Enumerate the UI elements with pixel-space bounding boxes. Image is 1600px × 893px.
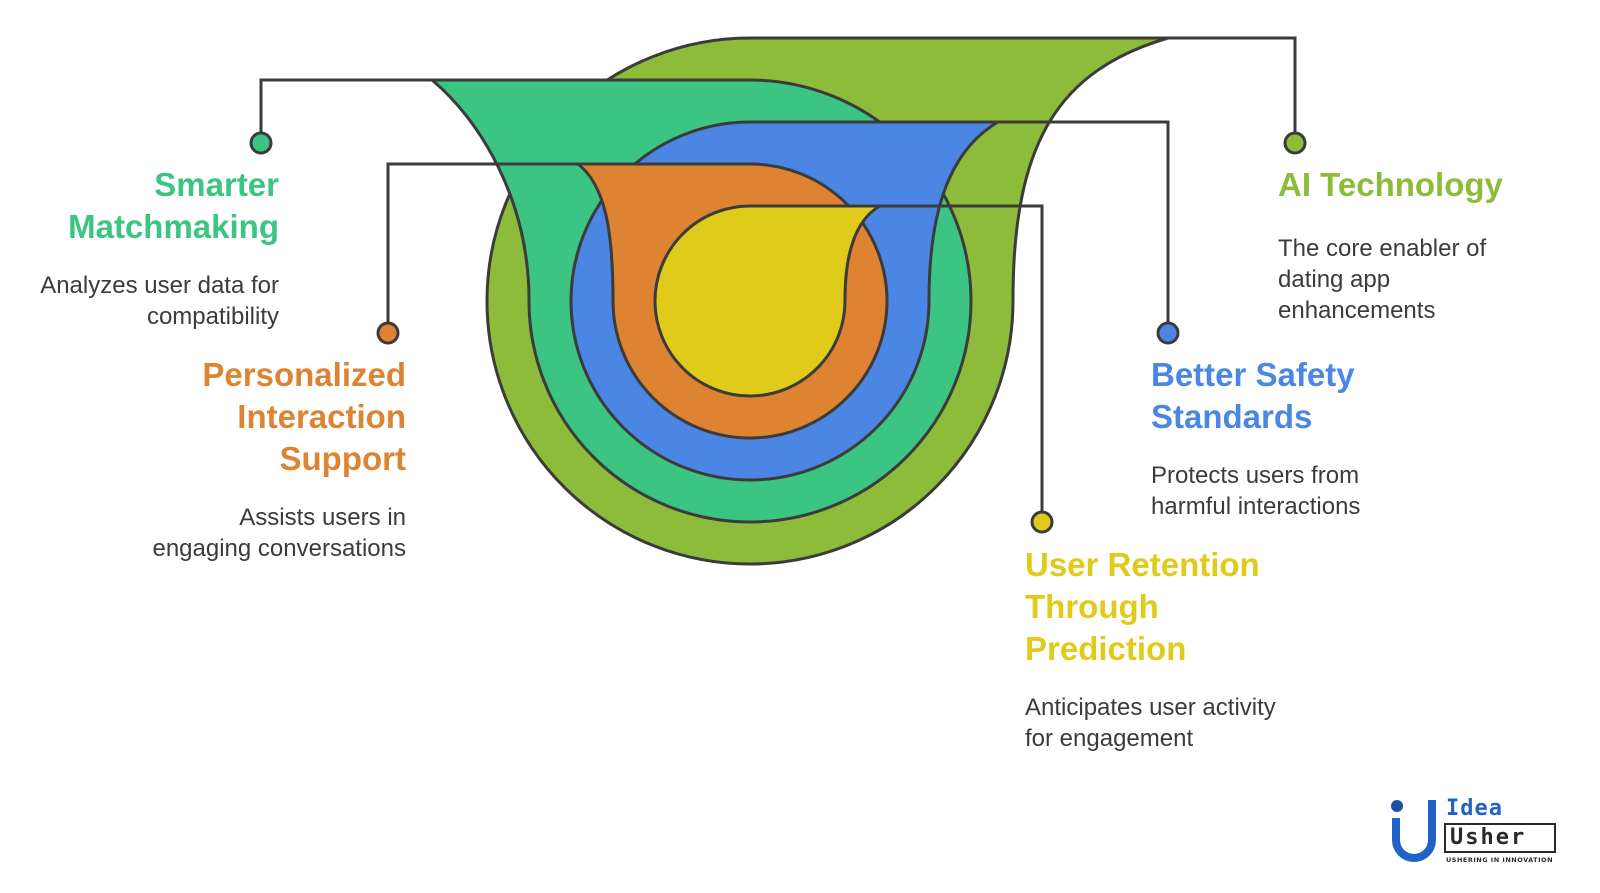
connector-smarter-matchmaking <box>259 78 432 132</box>
user-retention-description: Anticipates user activity for engagement <box>1025 694 1276 752</box>
smarter-matchmaking-description: Analyzes user data for compatibility <box>40 272 279 330</box>
layer-user-retention <box>653 204 886 398</box>
user-retention-title: User Retention Through Prediction <box>1025 546 1260 667</box>
logo-tagline: USHERING IN INNOVATION <box>1446 856 1554 864</box>
connector-better-safety <box>998 120 1170 322</box>
better-safety-description: Protects users from harmful interactions <box>1151 462 1361 520</box>
smarter-matchmaking-title: Smarter Matchmaking <box>68 166 279 245</box>
dot-personalized-interaction <box>376 321 400 345</box>
logo-line1: Idea <box>1446 796 1503 821</box>
connector-personalized-interaction <box>386 162 578 322</box>
dot-ai-technology <box>1283 131 1307 155</box>
logo-line2: Usher <box>1450 825 1527 850</box>
connector-ai-technology <box>1168 36 1297 132</box>
ai-technology-description: The core enabler of dating app enhanceme… <box>1278 235 1487 324</box>
connector-user-retention <box>880 204 1044 512</box>
idea-usher-logo: Idea Usher USHERING IN INNOVATION <box>1388 796 1558 868</box>
ai-technology-title: AI Technology <box>1278 166 1503 203</box>
personalized-interaction-title: Personalized Interaction Support <box>202 356 406 477</box>
logo-line2-box: Usher <box>1444 823 1556 853</box>
better-safety-title: Better Safety Standards <box>1151 356 1355 435</box>
dot-smarter-matchmaking <box>249 131 273 155</box>
logo-u-icon <box>1391 800 1436 862</box>
dot-better-safety <box>1156 321 1180 345</box>
personalized-interaction-description: Assists users in engaging conversations <box>152 504 406 562</box>
dot-user-retention <box>1030 510 1054 534</box>
